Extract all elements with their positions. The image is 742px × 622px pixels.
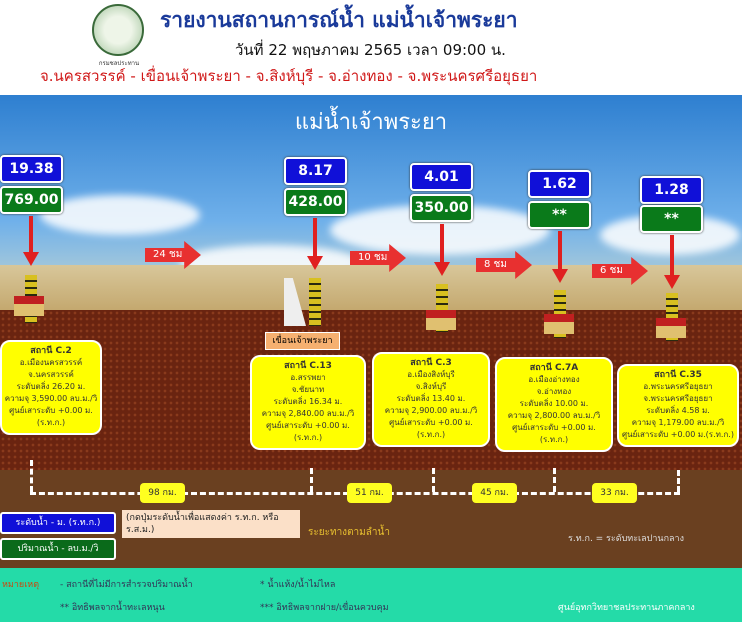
river-title: แม่น้ำเจ้าพระยา [294,110,448,135]
station-province: จ.พระนครศรีอยุธยา [643,394,713,403]
report-date: วันที่ 22 พฤษภาคม 2565 เวลา 09:00 น. [235,41,506,59]
station-bank-level: ระดับตลิ่ง 13.40 ม. [396,394,466,403]
station-c3-flow: 350.00 [410,194,473,222]
pointer-line [440,224,444,264]
gauge-tower-icon [309,278,321,326]
distance-badge: 33 กม. [592,483,637,503]
station-card-c7a: สถานี C.7A อ.เมืองอ่างทอง จ.อ่างทอง ระดั… [495,357,613,452]
page-title: รายงานสถานการณ์น้ำ แม่น้ำเจ้าพระยา [160,8,518,32]
station-c13-flow: 428.00 [284,188,347,216]
station-province: จ.อ่างทอง [536,387,572,396]
station-c3-level-button[interactable]: 4.01 [410,163,473,191]
flow-line [432,468,435,492]
station-province: จ.สิงห์บุรี [415,382,447,391]
pointer-arrow-icon [23,252,39,266]
station-district: อ.เมืองสิงห์บุรี [407,370,455,379]
house-icon [14,296,44,316]
distance-badge: 98 กม. [140,483,185,503]
rid-logo [92,4,144,56]
station-capacity: ความจุ 2,900.00 ลบ.ม./วิ [384,406,478,415]
station-bank-level: ระดับตลิ่ง 16.34 ม. [273,397,343,406]
station-card-c13: สถานี C.13 อ.สรรพยา จ.ชัยนาท ระดับตลิ่ง … [250,355,366,450]
pointer-line [29,216,33,254]
flow-line [310,468,313,492]
station-c7a-level-button[interactable]: 1.62 [528,170,591,198]
msl-note: ร.ท.ก. = ระดับทะเลปานกลาง [568,534,684,544]
station-province: จ.นครสวรรค์ [28,370,74,379]
station-card-c3: สถานี C.3 อ.เมืองสิงห์บุรี จ.สิงห์บุรี ร… [372,352,490,447]
station-zero: ศูนย์เสาระดับ +0.00 ม.(ร.ท.ก.) [512,423,596,444]
pointer-line [313,218,317,258]
station-c2-level-button[interactable]: 19.38 [0,155,63,183]
house-icon [656,318,686,338]
pointer-arrow-icon [664,275,680,289]
flow-line [677,470,680,492]
station-c13-level-button[interactable]: 8.17 [284,157,347,185]
ground-layer [0,310,742,475]
station-name: สถานี C.7A [529,363,579,373]
note-tide: ** อิทธิพลจากน้ำทะเลหนุน [60,603,165,613]
station-province: จ.ชัยนาท [291,385,325,394]
station-zero: ศูนย์เสาระดับ +0.00 ม.(ร.ท.ก.) [9,406,93,427]
station-bank-level: ระดับตลิ่ง 10.00 ม. [519,399,589,408]
station-zero: ศูนย์เสาระดับ +0.00 ม.(ร.ท.ก.) [622,430,734,439]
flow-line [553,468,556,492]
station-capacity: ความจุ 2,840.00 ลบ.ม./วิ [261,409,355,418]
house-icon [426,310,456,330]
water-flow-button[interactable]: ปริมาณน้ำ - ลบ.ม./วิ [0,538,116,560]
station-district: อ.เมืองนครสวรรค์ [19,358,83,367]
station-zero: ศูนย์เสาระดับ +0.00 ม.(ร.ท.ก.) [266,421,350,442]
flow-line [30,460,33,492]
station-c2-flow: 769.00 [0,186,63,214]
station-card-c35: สถานี C.35 อ.พระนครศรีอยุธยา จ.พระนครศรี… [617,364,739,447]
station-name: สถานี C.2 [30,346,72,356]
logo-caption: กรมชลประทาน [98,60,140,67]
level-button-hint: (กดปุ่มระดับน้ำเพื่อแสดงค่า ร.ท.ก. หรือ … [122,510,300,538]
footer-notes [0,568,742,622]
station-district: อ.เมืองอ่างทอง [528,375,580,384]
house-icon [544,314,574,334]
station-c7a-flow: ** [528,201,591,229]
station-capacity: ความจุ 2,800.00 ลบ.ม./วิ [507,411,601,420]
distance-label: ระยะทางตามลำน้ำ [308,527,390,538]
route-text: จ.นครสวรรค์ - เขื่อนเจ้าพระยา - จ.สิงห์บ… [40,67,538,85]
pointer-line [670,235,674,277]
pointer-line [558,231,562,271]
pointer-arrow-icon [552,269,568,283]
station-district: อ.สรรพยา [290,373,326,382]
note-label: หมายเหตุ [2,580,40,590]
station-capacity: ความจุ 1,179.00 ลบ.ม./วิ [631,418,725,427]
station-name: สถานี C.35 [654,370,702,380]
note-no-survey: - สถานีที่ไม่มีการสำรวจปริมาณน้ำ [60,580,193,590]
station-bank-level: ระดับตลิ่ง 26.20 ม. [16,382,86,391]
station-name: สถานี C.13 [284,361,332,371]
dam-label: เขื่อนเจ้าพระยา [265,332,340,350]
pointer-arrow-icon [434,262,450,276]
station-name: สถานี C.3 [410,358,452,368]
note-weir: *** อิทธิพลจากฝาย/เขื่อนควบคุม [260,603,389,613]
station-zero: ศูนย์เสาระดับ +0.00 ม.(ร.ท.ก.) [389,418,473,439]
station-card-c2: สถานี C.2 อ.เมืองนครสวรรค์ จ.นครสวรรค์ ร… [0,340,102,435]
distance-badge: 45 กม. [472,483,517,503]
water-level-button[interactable]: ระดับน้ำ - ม. (ร.ท.ก.) [0,512,116,534]
pointer-arrow-icon [307,256,323,270]
station-district: อ.พระนครศรีอยุธยา [643,382,713,391]
note-dry: * น้ำแห้ง/น้ำไม่ไหล [260,580,336,590]
organization-name: ศูนย์อุทกวิทยาชลประทานภาคกลาง [558,603,695,613]
station-c35-level-button[interactable]: 1.28 [640,176,703,204]
station-c35-flow: ** [640,205,703,233]
distance-badge: 51 กม. [347,483,392,503]
station-capacity: ความจุ 3,590.00 ลบ.ม./วิ [4,394,98,403]
station-bank-level: ระดับตลิ่ง 4.58 ม. [646,406,710,415]
